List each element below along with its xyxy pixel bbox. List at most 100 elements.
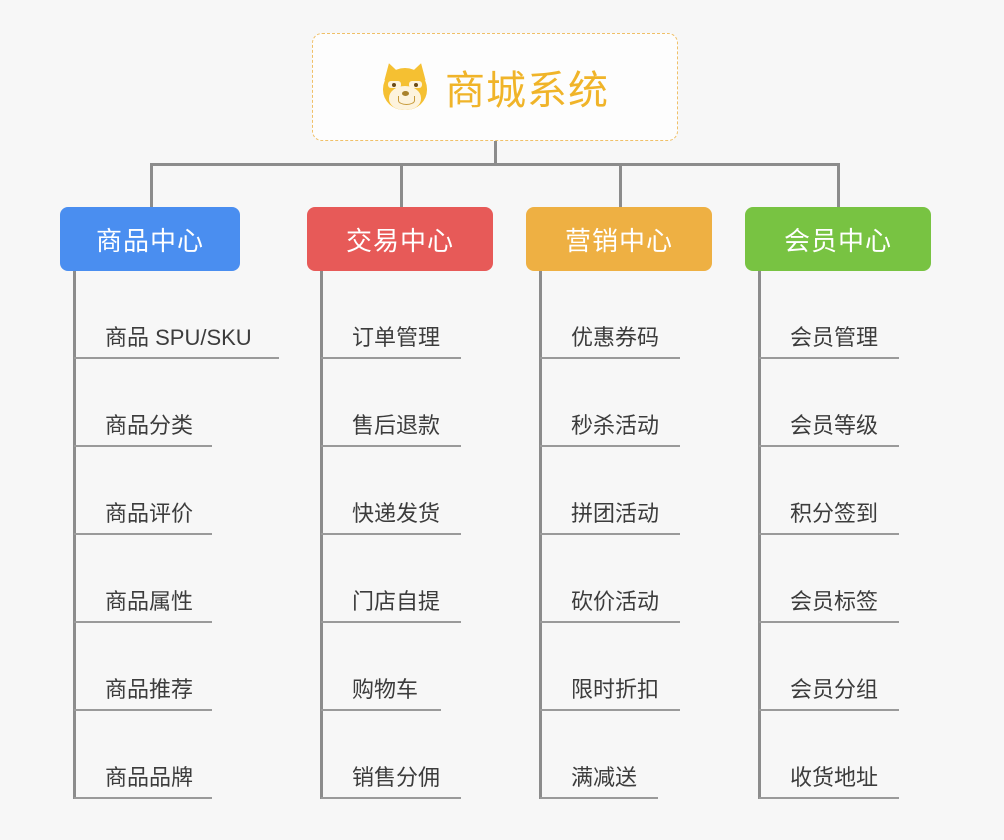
category-column-member-center: 会员中心会员管理会员等级积分签到会员标签会员分组收货地址 (745, 207, 931, 799)
leaf-underline (759, 445, 899, 447)
leaf-item[interactable]: 门店自提 (307, 535, 493, 623)
category-header-member-center[interactable]: 会员中心 (745, 207, 931, 271)
leaf-item-label: 售后退款 (352, 413, 441, 438)
leaf-list-member-center: 会员管理会员等级积分签到会员标签会员分组收货地址 (745, 271, 931, 799)
leaf-item[interactable]: 快递发货 (307, 447, 493, 535)
leaf-item-label: 会员等级 (790, 413, 879, 438)
leaf-underline (74, 357, 279, 359)
leaf-item-label: 订单管理 (352, 325, 441, 350)
leaf-item[interactable]: 拼团活动 (526, 447, 712, 535)
leaf-underline (74, 621, 212, 623)
leaf-item[interactable]: 优惠券码 (526, 271, 712, 359)
leaf-underline (759, 533, 899, 535)
leaf-item-label: 商品评价 (105, 501, 194, 526)
leaf-list-trade-center: 订单管理售后退款快递发货门店自提购物车销售分佣 (307, 271, 493, 799)
shiba-dog-icon (380, 60, 431, 112)
leaf-item[interactable]: 会员管理 (745, 271, 931, 359)
leaf-item[interactable]: 秒杀活动 (526, 359, 712, 447)
leaf-item-label: 满减送 (571, 765, 638, 790)
category-column-product-center: 商品中心商品 SPU/SKU 商品分类商品评价商品属性商品推荐商品品牌 (60, 207, 279, 799)
category-label: 商品中心 (95, 225, 204, 256)
leaf-underline (321, 357, 461, 359)
leaf-list-product-center: 商品 SPU/SKU 商品分类商品评价商品属性商品推荐商品品牌 (60, 271, 279, 799)
leaf-item[interactable]: 会员标签 (745, 535, 931, 623)
branch-trunk-line (758, 271, 761, 799)
category-column-marketing-center: 营销中心优惠券码秒杀活动拼团活动砍价活动限时折扣满减送 (526, 207, 712, 799)
category-header-product-center[interactable]: 商品中心 (60, 207, 240, 271)
category-header-trade-center[interactable]: 交易中心 (307, 207, 493, 271)
leaf-item[interactable]: 商品 SPU/SKU (60, 271, 279, 359)
leaf-item[interactable]: 商品评价 (60, 447, 252, 535)
leaf-underline (321, 621, 461, 623)
leaf-item[interactable]: 购物车 (307, 623, 493, 711)
category-label: 交易中心 (345, 225, 454, 256)
leaf-item-label: 商品 SPU/SKU (105, 325, 252, 350)
connector-horizontal-bar (150, 163, 840, 166)
leaf-underline (321, 797, 461, 799)
category-column-trade-center: 交易中心订单管理售后退款快递发货门店自提购物车销售分佣 (307, 207, 493, 799)
leaf-item[interactable]: 会员等级 (745, 359, 931, 447)
leaf-item[interactable]: 商品推荐 (60, 623, 252, 711)
leaf-underline (540, 533, 680, 535)
leaf-underline (540, 357, 680, 359)
connector-drop-3 (619, 163, 622, 208)
leaf-underline (74, 709, 212, 711)
leaf-underline (321, 709, 441, 711)
leaf-item[interactable]: 会员分组 (745, 623, 931, 711)
branch-trunk-line (539, 271, 542, 799)
leaf-underline (74, 533, 212, 535)
leaf-item[interactable]: 积分签到 (745, 447, 931, 535)
branch-trunk-line (320, 271, 323, 799)
connector-root-stem (494, 141, 497, 166)
leaf-underline (759, 357, 899, 359)
leaf-item[interactable]: 订单管理 (307, 271, 493, 359)
connector-drop-2 (400, 163, 403, 208)
leaf-item-label: 商品推荐 (105, 677, 194, 702)
leaf-list-marketing-center: 优惠券码秒杀活动拼团活动砍价活动限时折扣满减送 (526, 271, 712, 799)
leaf-underline (540, 797, 658, 799)
leaf-item[interactable]: 限时折扣 (526, 623, 712, 711)
connector-drop-4 (837, 163, 840, 208)
leaf-item[interactable]: 商品品牌 (60, 711, 252, 799)
leaf-item[interactable]: 商品分类 (60, 359, 252, 447)
connector-drop-1 (150, 163, 153, 208)
leaf-item-label: 商品品牌 (105, 765, 194, 790)
leaf-item-label: 收货地址 (790, 765, 879, 790)
leaf-underline (759, 797, 899, 799)
leaf-item-label: 商品属性 (105, 589, 194, 614)
leaf-underline (321, 445, 461, 447)
leaf-item[interactable]: 商品属性 (60, 535, 252, 623)
leaf-underline (321, 533, 461, 535)
leaf-underline (540, 445, 680, 447)
leaf-underline (540, 709, 680, 711)
leaf-item-label: 门店自提 (352, 589, 441, 614)
leaf-item-label: 积分签到 (790, 501, 879, 526)
leaf-item-label: 商品分类 (105, 413, 194, 438)
leaf-item-label: 销售分佣 (352, 765, 441, 790)
root-title: 商城系统 (445, 69, 609, 113)
leaf-item-label: 砍价活动 (571, 589, 660, 614)
leaf-item-label: 限时折扣 (571, 677, 660, 702)
leaf-item[interactable]: 收货地址 (745, 711, 931, 799)
category-label: 营销中心 (564, 225, 673, 256)
leaf-item[interactable]: 满减送 (526, 711, 712, 799)
leaf-item-label: 会员分组 (790, 677, 879, 702)
leaf-item-label: 拼团活动 (571, 501, 660, 526)
root-node[interactable]: 商城系统 (312, 33, 678, 141)
leaf-underline (759, 709, 899, 711)
leaf-underline (540, 621, 680, 623)
leaf-item-label: 优惠券码 (571, 325, 660, 350)
leaf-item[interactable]: 销售分佣 (307, 711, 493, 799)
leaf-item[interactable]: 售后退款 (307, 359, 493, 447)
leaf-underline (74, 445, 212, 447)
leaf-item-label: 购物车 (352, 677, 419, 702)
leaf-item-label: 快递发货 (352, 501, 441, 526)
leaf-underline (74, 797, 212, 799)
leaf-item-label: 会员标签 (790, 589, 879, 614)
category-label: 会员中心 (783, 225, 892, 256)
leaf-item-label: 秒杀活动 (571, 413, 660, 438)
leaf-underline (759, 621, 899, 623)
category-header-marketing-center[interactable]: 营销中心 (526, 207, 712, 271)
leaf-item[interactable]: 砍价活动 (526, 535, 712, 623)
